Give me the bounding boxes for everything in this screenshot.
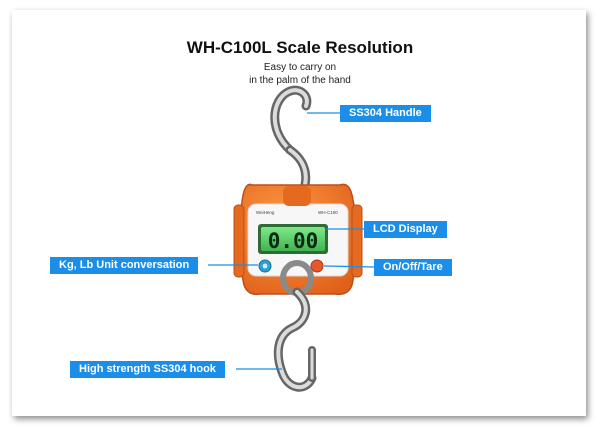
lcd-screen	[261, 227, 325, 251]
subtitle-line-2: in the palm of the hand	[249, 75, 351, 86]
page-title: WH-C100L Scale Resolution	[186, 38, 414, 57]
callout-ss304-hook: High strength SS304 hook	[70, 361, 225, 378]
bottom-hook	[273, 287, 317, 392]
model-text: WH-C100	[318, 210, 338, 215]
top-handle	[270, 85, 312, 205]
callout-ss304-handle: SS304 Handle	[340, 105, 431, 122]
brand-text: WeiHeng	[256, 210, 275, 215]
callout-unit-conversation: Kg, Lb Unit conversation	[50, 257, 199, 274]
unit-button-icon	[262, 263, 268, 269]
callout-on-off-tare: On/Off/Tare	[374, 259, 452, 276]
tare-button[interactable]	[310, 259, 324, 273]
lcd-reading: 0.00	[268, 229, 319, 253]
subtitle-line-1: Easy to carry on	[263, 62, 337, 73]
tare-leader-line	[323, 265, 375, 268]
callout-lcd-display: LCD Display	[364, 221, 447, 238]
